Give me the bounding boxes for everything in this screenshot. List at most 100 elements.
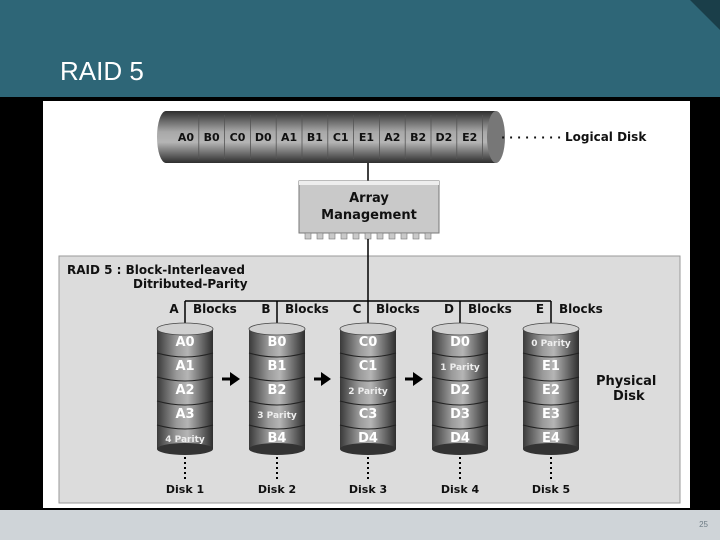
cell-divider <box>522 352 580 358</box>
logical-block-label: B1 <box>307 131 323 144</box>
chip-pin <box>412 232 420 240</box>
disk-letter: A <box>169 302 179 316</box>
disk-letter: D <box>444 302 454 316</box>
data-block: D0 <box>450 335 470 350</box>
parity-block: 3 Parity <box>257 411 297 421</box>
array-management-box: Array Management <box>298 180 440 240</box>
data-block: C3 <box>359 407 378 422</box>
array-management-line2: Management <box>321 208 417 223</box>
chip-pin <box>388 232 396 240</box>
physical-disk-label-line1: Physical <box>596 374 656 389</box>
cell-divider <box>156 400 214 406</box>
data-block: B1 <box>268 359 287 374</box>
disk-name: Disk 5 <box>532 483 570 496</box>
logical-block-label: B2 <box>410 131 426 144</box>
cell-divider <box>339 376 397 382</box>
bus-gap <box>364 304 367 316</box>
physical-disk-label-line2: Disk <box>613 389 645 404</box>
logical-block-label: D2 <box>436 131 453 144</box>
logical-block-label: E1 <box>359 131 374 144</box>
cell-divider <box>248 400 306 406</box>
data-block: B0 <box>268 335 287 350</box>
page-number: 25 <box>699 520 708 529</box>
data-block: E4 <box>542 431 560 446</box>
chip-pin <box>316 232 324 240</box>
disk-bottom <box>249 443 305 455</box>
data-block: B4 <box>268 431 287 446</box>
data-block: A3 <box>175 407 194 422</box>
disk-bottom <box>523 443 579 455</box>
parity-block: 0 Parity <box>531 339 571 349</box>
disk-name: Disk 2 <box>258 483 296 496</box>
cell-divider <box>431 400 489 406</box>
disk-blocks-label: Blocks <box>193 302 237 316</box>
cell-divider <box>431 424 489 430</box>
data-block: D2 <box>450 383 470 398</box>
cell-divider <box>248 424 306 430</box>
data-block: A0 <box>175 335 194 350</box>
data-block: B2 <box>268 383 287 398</box>
disk-top <box>522 322 580 336</box>
disk-blocks-label: Blocks <box>285 302 329 316</box>
disk-top <box>156 322 214 336</box>
slide-title: RAID 5 <box>60 56 144 86</box>
footer-bar: 25 <box>0 510 720 540</box>
logical-block-label: B0 <box>204 131 220 144</box>
disk-name: Disk 3 <box>349 483 387 496</box>
cell-divider <box>522 376 580 382</box>
data-block: D3 <box>450 407 470 422</box>
logical-disk-label: Logical Disk <box>565 130 647 144</box>
logical-block-label: A0 <box>178 131 195 144</box>
chip-pin <box>400 232 408 240</box>
disk-blocks-label: Blocks <box>376 302 420 316</box>
parity-block: 2 Parity <box>348 387 388 397</box>
disk-name: Disk 1 <box>166 483 204 496</box>
bus-gap <box>456 304 459 316</box>
data-block: E1 <box>542 359 560 374</box>
title-bar: RAID 5 <box>0 0 720 97</box>
cell-divider <box>522 400 580 406</box>
logical-block-label: C1 <box>333 131 349 144</box>
cell-divider <box>248 376 306 382</box>
disk-letter: E <box>536 302 544 316</box>
chip-pin <box>376 232 384 240</box>
bus-gap <box>181 304 184 316</box>
data-block: C1 <box>359 359 378 374</box>
data-block: C0 <box>359 335 378 350</box>
array-management-line1: Array <box>349 191 389 206</box>
svg-text:· · · · · · · ·: · · · · · · · · <box>501 131 561 144</box>
bus-gap <box>273 304 276 316</box>
cell-divider <box>339 400 397 406</box>
raid-title-line2: Ditributed-Parity <box>133 277 248 291</box>
parity-block: 1 Parity <box>440 363 480 373</box>
logical-block-label: C0 <box>230 131 246 144</box>
disk-bottom <box>157 443 213 455</box>
chip-pin <box>424 232 432 240</box>
disk-top <box>431 322 489 336</box>
data-block: A2 <box>175 383 194 398</box>
disk-bottom <box>340 443 396 455</box>
cell-divider <box>339 352 397 358</box>
parity-block: 4 Parity <box>165 435 205 445</box>
data-block: A1 <box>175 359 194 374</box>
logical-block-label: A1 <box>281 131 297 144</box>
arrow-head <box>413 372 423 386</box>
disk-blocks-label: Blocks <box>559 302 603 316</box>
disk-top <box>248 322 306 336</box>
corner-decoration <box>690 0 720 30</box>
cell-divider <box>156 352 214 358</box>
raid-title-line1: RAID 5 : Block-Interleaved <box>67 263 245 277</box>
arrow-head <box>230 372 240 386</box>
data-block: D4 <box>450 431 470 446</box>
arrow-head <box>321 372 331 386</box>
disk-letter: C <box>353 302 362 316</box>
chip-pin <box>304 232 312 240</box>
chip-pin <box>364 232 372 240</box>
